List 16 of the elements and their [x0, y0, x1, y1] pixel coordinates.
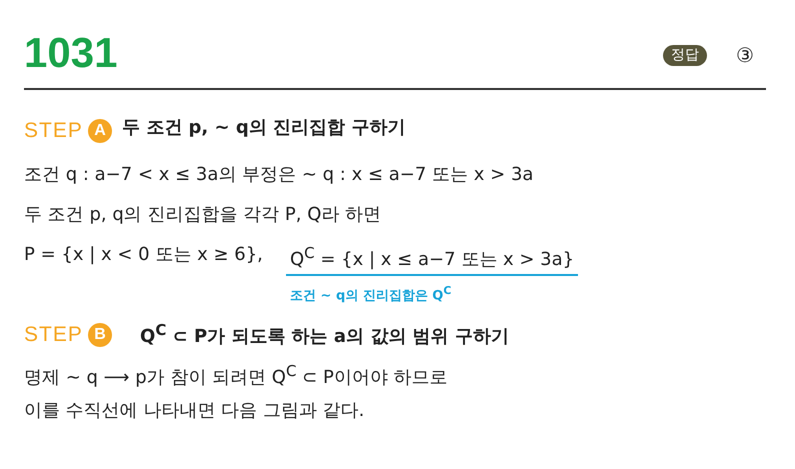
answer-badge: 정답: [663, 45, 707, 66]
step-label: STEP: [24, 322, 83, 348]
solution-line: 두 조건 p, q의 진리집합을 각각 P, Q라 하면: [24, 204, 382, 226]
step-heading: 두 조건 p, ~ q의 진리집합 구하기: [122, 117, 406, 139]
answer-value: ③: [736, 43, 754, 67]
step-heading: Q$^{C}$ ⊂ P가 되도록 하는 a의 값의 범위 구하기: [140, 321, 509, 348]
solution-line: P = {x | x < 0 또는 x ≥ 6},: [24, 244, 263, 266]
solution-line: Q$^{C}$ = {x | x ≤ a−7 또는 x > 3a}: [290, 244, 574, 271]
step-letter-badge: A: [88, 119, 112, 143]
solution-line: 명제 ~ q ⟶ p가 참이 되려면 Q$^{C}$ ⊂ P이어야 하므로: [24, 362, 448, 389]
problem-number: 1031: [24, 28, 118, 78]
solution-line: 조건 q : a−7 < x ≤ 3a의 부정은 ~ q : x ≤ a−7 또는 x > 3a: [24, 164, 534, 186]
step-label: STEP: [24, 118, 83, 144]
step-letter-badge: B: [88, 323, 112, 347]
annotation-note: 조건 ~ q의 진리집합은 Q$^{C}$: [290, 284, 452, 304]
solution-line: 이를 수직선에 나타내면 다음 그림과 같다.: [24, 400, 364, 422]
